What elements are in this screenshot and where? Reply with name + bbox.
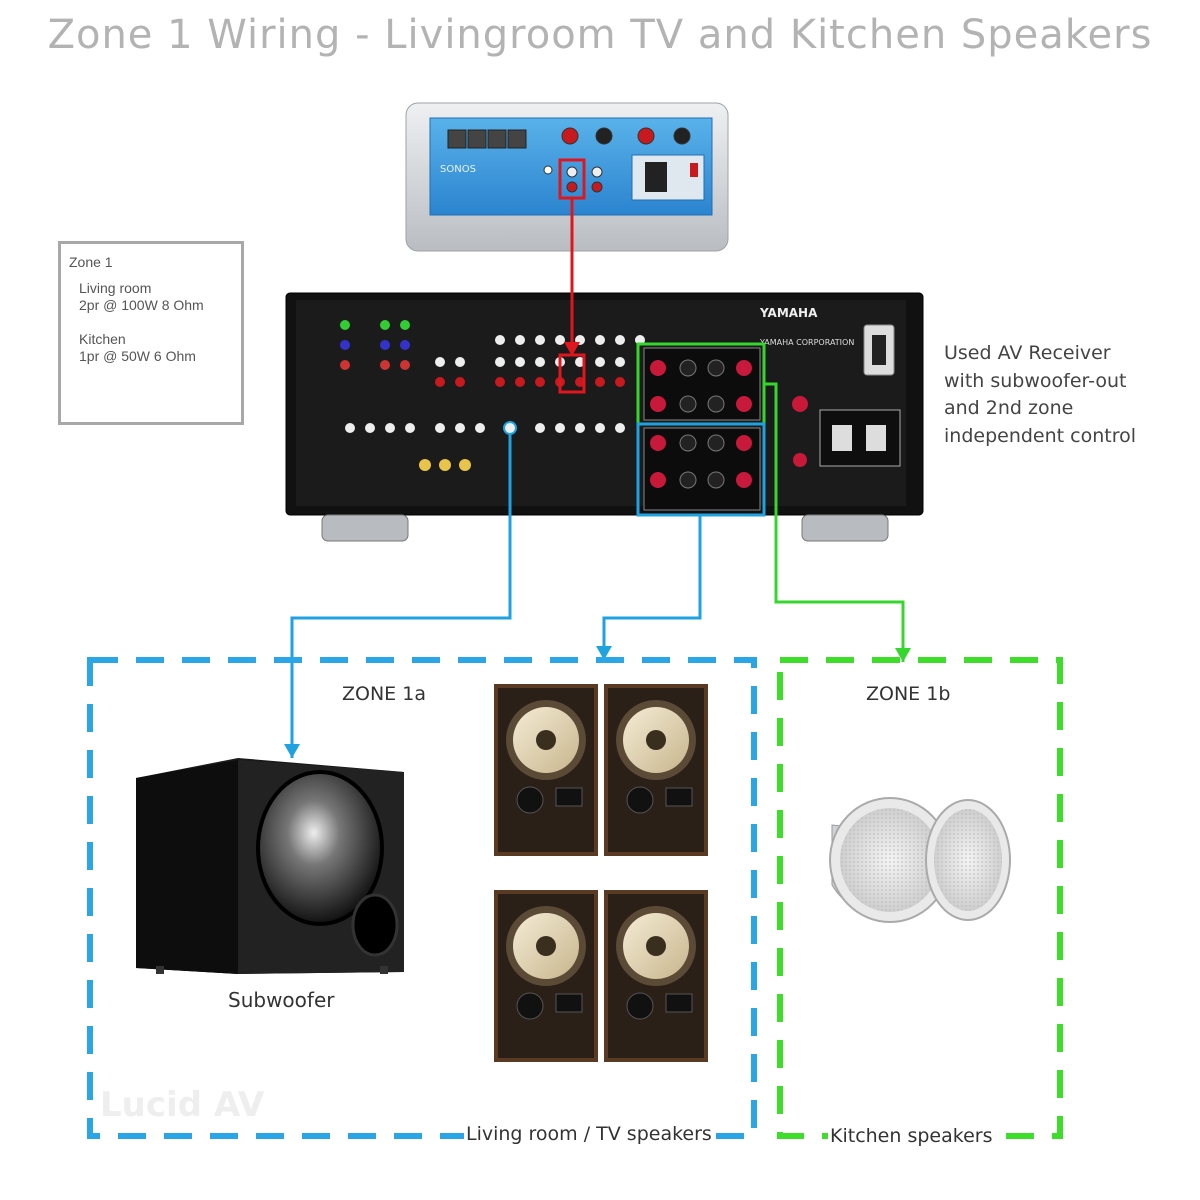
kitchen-spec: Kitchen 1pr @ 50W 6 Ohm <box>79 331 196 365</box>
living-room-speakers-label: Living room / TV speakers <box>464 1123 714 1145</box>
subwoofer-image <box>136 758 404 974</box>
receiver-note-line-3: and 2nd zone <box>944 397 1074 419</box>
living-room-speakers-image <box>494 684 708 1062</box>
zone-1a-label: ZONE 1a <box>342 683 426 705</box>
subwoofer-wire <box>290 434 512 758</box>
receiver-note-line-4: independent control <box>944 424 1137 447</box>
receiver-note: Used AV Receiver with subwoofer-out and … <box>944 340 1184 450</box>
kitchen-wire <box>764 382 905 662</box>
sonos-player: SONOS <box>405 102 729 252</box>
receiver-note-line-2: with subwoofer-out <box>944 369 1127 392</box>
diagram-title: Zone 1 Wiring - Livingroom TV and Kitche… <box>47 12 1153 58</box>
sonos-brand: SONOS <box>440 164 476 175</box>
zone-1b-label: ZONE 1b <box>866 683 951 705</box>
living-room-wire <box>602 515 702 660</box>
subwoofer-label: Subwoofer <box>228 988 335 1012</box>
kitchen-speakers-label: Kitchen speakers <box>828 1125 995 1147</box>
wires <box>284 198 911 758</box>
yamaha-brand: YAMAHA <box>759 306 818 320</box>
living-room-label: Living room <box>79 280 152 296</box>
living-room-power: 2pr @ 100W 8 Ohm <box>79 297 204 313</box>
ethernet-ports <box>447 129 527 149</box>
yamaha-receiver: YAMAHA YAMAHA CORPORATION <box>285 292 924 542</box>
receiver-note-line-1: Used AV Receiver <box>944 342 1111 364</box>
info-box-heading: Zone 1 <box>69 254 113 270</box>
zone-1a-outline <box>87 657 757 1139</box>
living-room-spec: Living room 2pr @ 100W 8 Ohm <box>79 280 204 314</box>
speaker-terminals <box>643 347 808 511</box>
kitchen-label: Kitchen <box>79 331 126 347</box>
kitchen-power: 1pr @ 50W 6 Ohm <box>79 348 196 364</box>
rca-jacks <box>340 320 645 471</box>
zone-info-box: Zone 1 Living room 2pr @ 100W 8 Ohm Kitc… <box>58 241 244 425</box>
watermark-logo: Lucid AV <box>100 1085 265 1125</box>
yamaha-corporation: YAMAHA CORPORATION <box>759 338 854 347</box>
kitchen-speakers-image <box>829 797 1011 923</box>
